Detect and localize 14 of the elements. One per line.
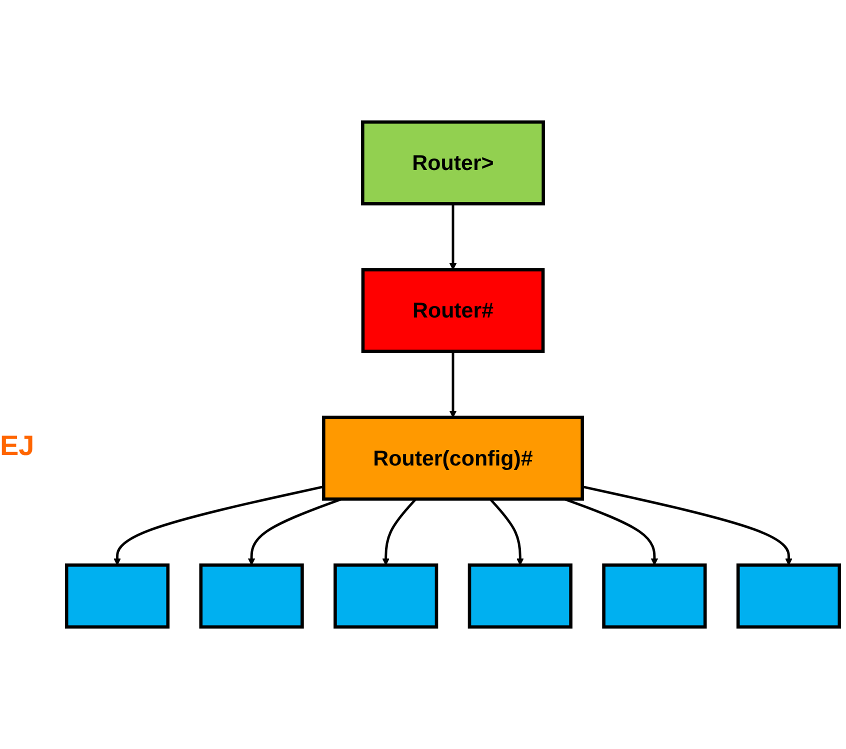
- arrow: [582, 485, 792, 566]
- node-box: [199, 563, 304, 629]
- node-box: [64, 563, 170, 629]
- arrow: [449, 351, 457, 418]
- side-note: EJ: [0, 430, 34, 462]
- node-box: Router#: [361, 268, 545, 354]
- node-box: [602, 563, 707, 629]
- arrow: [449, 204, 457, 270]
- node-box: [736, 563, 842, 629]
- node-box: Router>: [361, 120, 545, 206]
- node-box: [334, 563, 438, 629]
- node-box: Router(config)#: [322, 416, 584, 501]
- arrow: [114, 485, 324, 566]
- node-box: [468, 563, 572, 629]
